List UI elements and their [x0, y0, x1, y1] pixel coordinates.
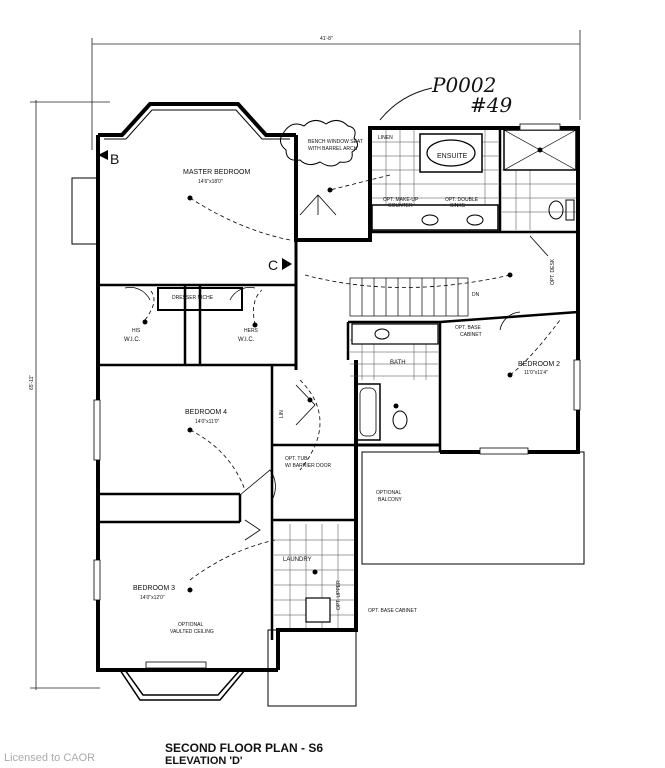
bedroom3-bay-window [119, 669, 246, 701]
vaulted-ceiling-note: OPTIONAL [178, 622, 204, 628]
section-b-marker [98, 150, 108, 160]
base-cabinet-note: OPT. BASE [455, 325, 482, 331]
bath-label: BATH [390, 360, 406, 366]
laundry-label: LAUNDRY [283, 557, 312, 563]
handwritten-arrow [379, 87, 433, 121]
his-wic-label: HIS [132, 328, 141, 334]
staircase [349, 277, 469, 317]
sink-left [421, 214, 439, 226]
overall-dimension-lines [30, 30, 581, 690]
master-side-window-box [71, 177, 99, 245]
bedroom3-size: 14'0"x12'0" [140, 595, 165, 601]
ensuite-vanity [371, 204, 499, 231]
makeup-note-b: COUNTER [388, 203, 413, 209]
bedroom2-label: BEDROOM 2 [518, 361, 560, 368]
opt-tub-note-b: W/ BARRIER DOOR [285, 463, 332, 469]
master-bedroom-size: 14'6"x18'0" [198, 179, 223, 185]
base-cabinet-note-b: CABINET [460, 332, 482, 338]
hall-linen-door [295, 384, 316, 426]
ensuite-toilet-tank [565, 199, 575, 221]
makeup-note: OPT. MAKE-UP [383, 197, 419, 203]
bedroom3-label: BEDROOM 3 [133, 585, 175, 592]
double-sinks-note: OPT. DOUBLE [445, 197, 479, 203]
optional-balcony [361, 451, 585, 565]
hall-linen-label: LIN [279, 410, 285, 418]
stairs-dn-label: DN [472, 292, 480, 298]
opt-desk-note: OPT. DESK [550, 258, 556, 285]
plan-title: SECOND FLOOR PLAN - S6 [165, 741, 323, 755]
windows [93, 123, 581, 669]
opt-tub-note: OPT. TUB [285, 456, 308, 462]
balcony-note: OPTIONAL [376, 490, 402, 496]
bench-seat-note: BENCH WINDOW SEAT [308, 139, 363, 145]
sink-right [466, 214, 484, 226]
dresser-niche-box [157, 287, 243, 311]
bath-tub [355, 383, 381, 441]
section-c-label: C [268, 257, 278, 273]
laundry-cabinet-note: OPT. UPPER [336, 580, 342, 610]
vaulted-ceiling-note-b: VAULTED CEILING [170, 629, 214, 635]
section-c-marker [282, 258, 292, 270]
base-cabinet-note2: OPT. BASE CABINET [368, 608, 417, 614]
linen-label: LINEN [378, 135, 393, 141]
interior-walls [98, 128, 579, 640]
ensuite-label: ENSUITE [437, 153, 468, 160]
section-b-label: B [110, 151, 119, 167]
bedroom2-size: 11'0"x11'4" [524, 370, 548, 376]
hers-wic-label: HERS [244, 328, 259, 334]
his-wic-label-b: W.I.C. [124, 337, 141, 343]
ceiling-lights [142, 147, 543, 593]
license-watermark: Licensed to CAOR [4, 752, 96, 764]
dresser-niche-label: DRESSER NICHE [172, 295, 214, 301]
handwritten-lot-code: P0002 [431, 73, 496, 97]
double-sinks-note-b: SINKS [450, 203, 466, 209]
bath-tub-basin [359, 387, 377, 437]
porch-roof [267, 629, 357, 707]
master-bay-window [104, 109, 290, 140]
door-swings [124, 194, 549, 541]
bath-toilet [392, 410, 408, 430]
bath-sink [374, 328, 390, 340]
bedroom4-size: 14'0"x11'0" [195, 419, 219, 425]
balcony-note-b: BALCONY [378, 497, 403, 503]
handwritten-lot-number: #49 [470, 93, 512, 117]
bench-seat-cloud [280, 120, 358, 167]
bath-vanity [351, 323, 439, 345]
ensuite-tub-basin [426, 139, 476, 167]
ensuite-toilet [548, 200, 564, 220]
overall-depth-label: 65'-11" [29, 375, 35, 390]
overall-width-label: 41'-8" [320, 36, 333, 42]
laundry-tub [305, 597, 331, 623]
electrical-dashed-runs [144, 174, 561, 581]
hers-wic-label-b: W.I.C. [238, 337, 255, 343]
barrel-arch-note: WITH BARREL ARCH [308, 146, 358, 152]
master-bedroom-label: MASTER BEDROOM [183, 169, 250, 176]
bedroom4-label: BEDROOM 4 [185, 409, 227, 416]
plan-subtitle: ELEVATION 'D' [165, 755, 243, 767]
